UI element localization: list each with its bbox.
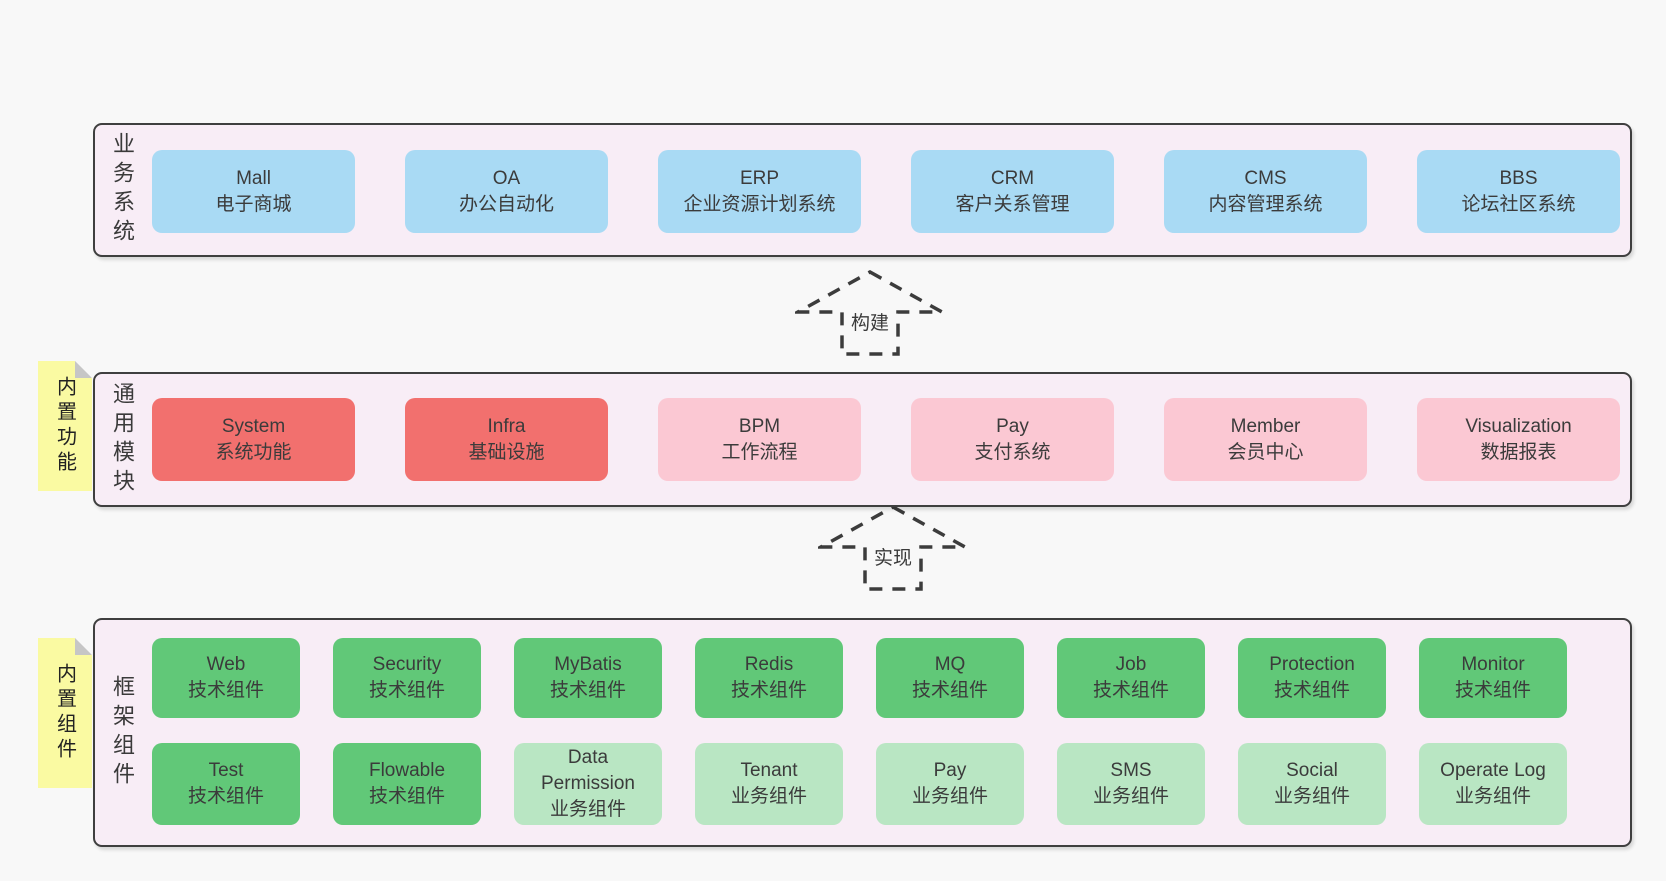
node-tenant: Tenant 业务组件: [695, 743, 843, 825]
build-arrow: 构建: [795, 268, 945, 358]
node-oa: OA 办公自动化: [405, 150, 608, 233]
business-row: Mall 电子商城 OA 办公自动化 ERP 企业资源计划系统 CRM 客户关系…: [152, 150, 1620, 233]
framework-row-1: Web 技术组件 Security 技术组件 MyBatis 技术组件 Redi…: [152, 638, 1567, 718]
node-protection: Protection 技术组件: [1238, 638, 1386, 718]
node-data-permission: Data Permission 业务组件: [514, 743, 662, 825]
node-pay-module: Pay 支付系统: [911, 398, 1114, 481]
node-crm: CRM 客户关系管理: [911, 150, 1114, 233]
band-framework-components: 框架组件 Web 技术组件 Security 技术组件 MyBatis 技术组件…: [93, 618, 1632, 847]
band-framework-label: 框架组件: [110, 674, 135, 791]
node-visualization: Visualization 数据报表: [1417, 398, 1620, 481]
node-erp: ERP 企业资源计划系统: [658, 150, 861, 233]
node-bpm: BPM 工作流程: [658, 398, 861, 481]
folded-corner-icon: [75, 361, 92, 378]
node-member: Member 会员中心: [1164, 398, 1367, 481]
node-test: Test 技术组件: [152, 743, 300, 825]
node-infra: Infra 基础设施: [405, 398, 608, 481]
build-arrow-label: 构建: [847, 308, 893, 335]
band-business-label: 业务系统: [110, 132, 135, 248]
node-sms: SMS 业务组件: [1057, 743, 1205, 825]
node-flowable: Flowable 技术组件: [333, 743, 481, 825]
note-built-in-components: 内置组件: [38, 638, 92, 788]
band-common-modules: 通用模块 System 系统功能 Infra 基础设施 BPM 工作流程 Pay…: [93, 372, 1632, 507]
modules-row: System 系统功能 Infra 基础设施 BPM 工作流程 Pay 支付系统…: [152, 398, 1620, 481]
folded-corner-icon: [75, 638, 92, 655]
node-web: Web 技术组件: [152, 638, 300, 718]
band-business-systems: 业务系统 Mall 电子商城 OA 办公自动化 ERP 企业资源计划系统 CRM…: [93, 123, 1632, 257]
node-pay-component: Pay 业务组件: [876, 743, 1024, 825]
framework-row-2: Test 技术组件 Flowable 技术组件 Data Permission …: [152, 743, 1567, 825]
implement-arrow: 实现: [818, 503, 968, 593]
node-security: Security 技术组件: [333, 638, 481, 718]
band-modules-label: 通用模块: [110, 381, 135, 498]
node-mq: MQ 技术组件: [876, 638, 1024, 718]
note-built-in-features: 内置功能: [38, 361, 92, 491]
node-system: System 系统功能: [152, 398, 355, 481]
node-operate-log: Operate Log 业务组件: [1419, 743, 1567, 825]
node-bbs: BBS 论坛社区系统: [1417, 150, 1620, 233]
node-mybatis: MyBatis 技术组件: [514, 638, 662, 718]
node-mall: Mall 电子商城: [152, 150, 355, 233]
node-monitor: Monitor 技术组件: [1419, 638, 1567, 718]
node-redis: Redis 技术组件: [695, 638, 843, 718]
implement-arrow-label: 实现: [870, 543, 916, 570]
node-job: Job 技术组件: [1057, 638, 1205, 718]
node-social: Social 业务组件: [1238, 743, 1386, 825]
node-cms: CMS 内容管理系统: [1164, 150, 1367, 233]
